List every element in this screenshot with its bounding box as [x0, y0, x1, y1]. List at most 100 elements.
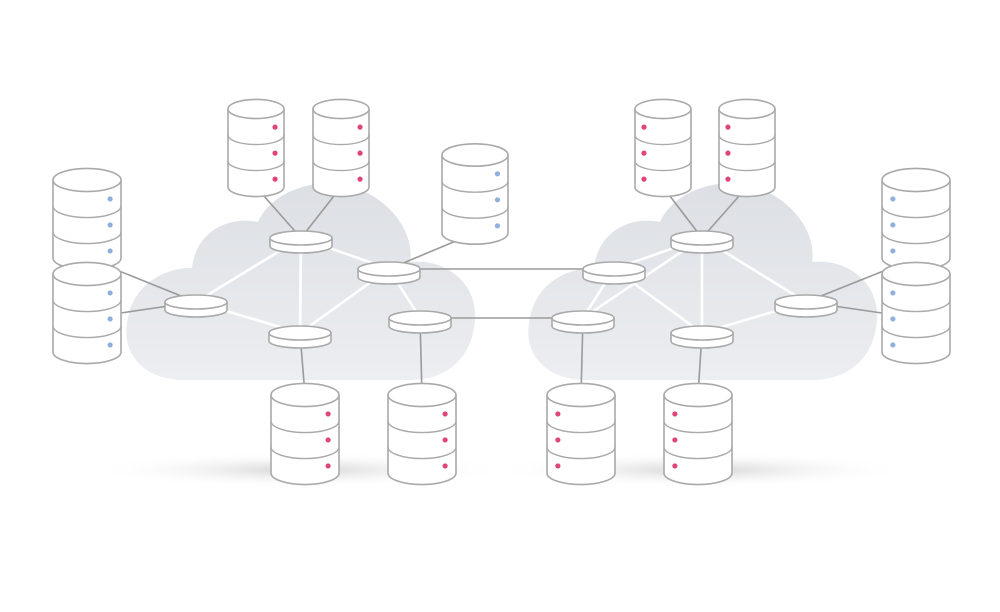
database-server-icon: [634, 98, 692, 198]
server-status-led: [494, 171, 501, 177]
server-tier-divider: [546, 446, 616, 460]
server-tier-divider: [52, 325, 122, 339]
server-status-led: [442, 463, 448, 469]
server-status-led: [325, 463, 331, 469]
server-status-led: [357, 150, 363, 156]
server-top: [312, 98, 370, 120]
server-tier-divider: [52, 299, 122, 313]
router-node-icon: [670, 230, 734, 254]
server-body: [881, 274, 951, 365]
server-status-led: [555, 463, 561, 469]
server-tier-divider: [52, 231, 122, 245]
server-tier-divider: [634, 134, 692, 146]
server-tier-divider: [881, 325, 951, 339]
server-top: [546, 382, 616, 408]
server-body: [546, 395, 616, 486]
server-status-led: [107, 196, 113, 202]
ground-shadow-layer: [90, 452, 910, 488]
server-status-led: [107, 290, 113, 296]
server-body: [227, 109, 285, 198]
server-tier-divider: [663, 420, 733, 434]
server-body: [634, 109, 692, 198]
server-body: [663, 395, 733, 486]
router-top: [388, 310, 452, 326]
database-server-icon: [881, 167, 951, 271]
router-node-icon: [357, 261, 421, 285]
server-top: [881, 167, 951, 193]
server-status-led: [442, 437, 448, 443]
router-node-icon: [164, 294, 228, 318]
server-body: [270, 395, 340, 486]
database-server-icon: [387, 382, 457, 486]
server-status-led: [325, 437, 331, 443]
database-server-icon: [52, 167, 122, 271]
servers-layer: [52, 98, 951, 486]
server-tier-divider: [312, 160, 370, 172]
server-body: [312, 109, 370, 198]
database-server-icon: [718, 98, 776, 198]
server-body: [718, 109, 776, 198]
server-status-led: [107, 342, 113, 348]
server-tier-divider: [270, 420, 340, 434]
server-status-led: [442, 411, 448, 417]
server-status-led: [555, 411, 561, 417]
database-server-icon: [546, 382, 616, 486]
server-status-led: [641, 150, 647, 156]
server-status-led: [890, 342, 896, 348]
server-top: [718, 98, 776, 120]
router-node-icon: [551, 310, 615, 334]
server-tier-divider: [441, 206, 509, 219]
database-server-icon: [52, 261, 122, 365]
router-node-icon: [269, 230, 333, 254]
router-top: [357, 261, 421, 277]
server-status-led: [494, 197, 501, 203]
server-status-led: [555, 437, 561, 443]
server-status-led: [641, 124, 647, 130]
server-status-led: [107, 248, 113, 254]
server-status-led: [672, 463, 678, 469]
server-status-led: [725, 176, 731, 182]
server-status-led: [107, 316, 113, 322]
server-body: [387, 395, 457, 486]
database-server-icon: [881, 261, 951, 365]
router-top: [774, 294, 838, 310]
server-status-led: [672, 437, 678, 443]
server-top: [270, 382, 340, 408]
server-tier-divider: [387, 420, 457, 434]
server-tier-divider: [312, 134, 370, 146]
router-top: [551, 310, 615, 326]
server-status-led: [325, 411, 331, 417]
router-top: [269, 230, 333, 246]
server-tier-divider: [227, 160, 285, 172]
routers-layer: [164, 230, 838, 349]
server-tier-divider: [441, 180, 509, 193]
server-body: [441, 155, 509, 246]
server-status-led: [272, 124, 278, 130]
server-top: [663, 382, 733, 408]
server-status-led: [890, 248, 896, 254]
server-top: [881, 261, 951, 287]
server-top: [227, 98, 285, 120]
router-node-icon: [670, 325, 734, 349]
server-tier-divider: [227, 134, 285, 146]
router-node-icon: [268, 325, 332, 349]
server-top: [52, 167, 122, 193]
server-tier-divider: [634, 160, 692, 172]
server-tier-divider: [718, 134, 776, 146]
server-status-led: [890, 196, 896, 202]
database-server-icon: [441, 142, 509, 246]
server-status-led: [890, 222, 896, 228]
server-body: [52, 274, 122, 365]
server-status-led: [357, 176, 363, 182]
database-server-icon: [312, 98, 370, 198]
server-status-led: [641, 176, 647, 182]
server-top: [387, 382, 457, 408]
server-tier-divider: [52, 205, 122, 219]
router-node-icon: [582, 261, 646, 285]
server-status-led: [672, 411, 678, 417]
router-node-icon: [774, 294, 838, 318]
router-node-icon: [388, 310, 452, 334]
server-status-led: [890, 316, 896, 322]
